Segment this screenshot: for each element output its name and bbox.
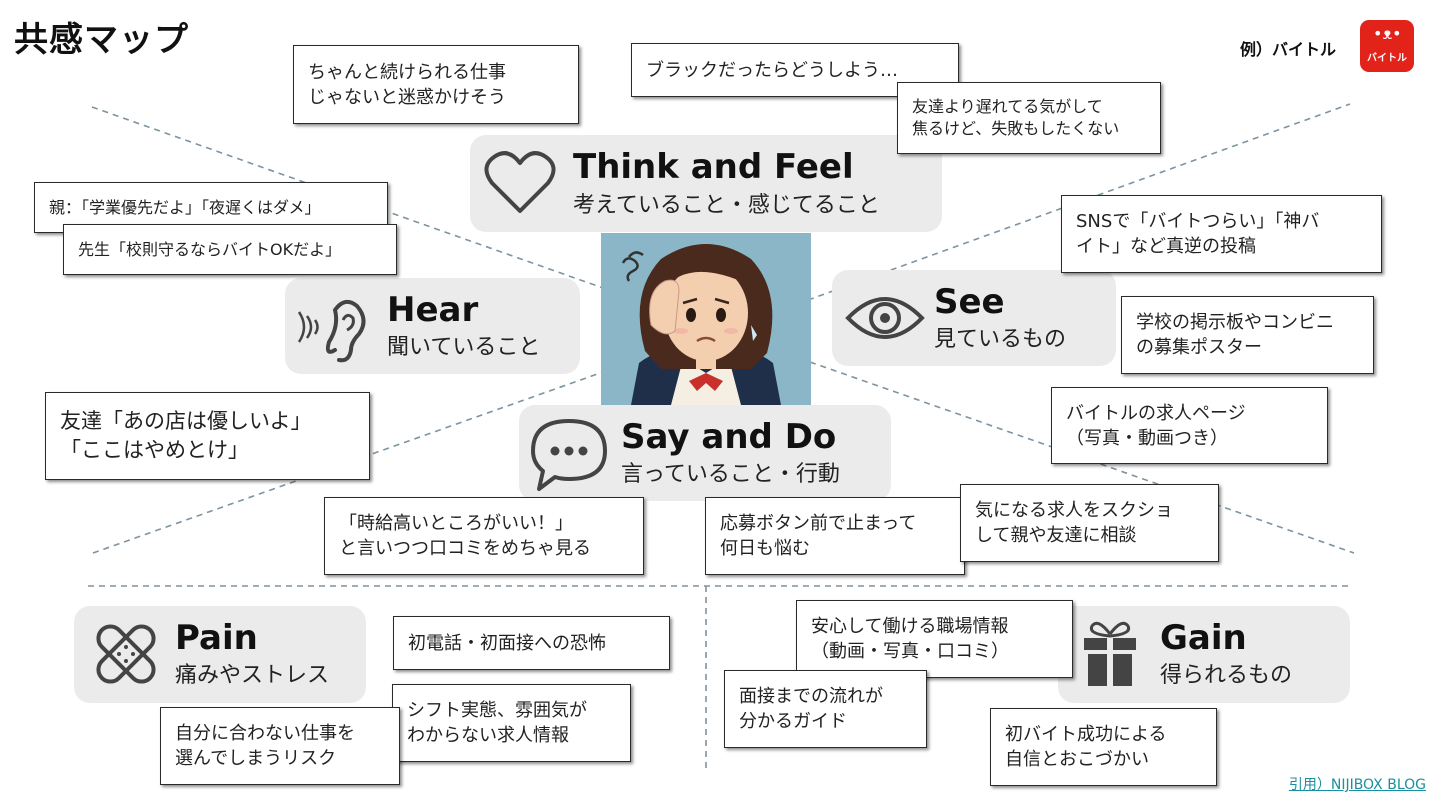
pain-note-3-line-2: 選んでしまうリスク: [175, 748, 337, 769]
gain-title: Gain: [1160, 618, 1247, 658]
think-and-feel-panel: Think and Feel 考えていること・感じてること: [470, 135, 942, 232]
say-note-1-line-1: 「時給高いところがいい！」: [339, 513, 573, 534]
say-and-do-title: Say and Do: [621, 417, 837, 457]
see-note-2: 学校の掲示板やコンビニ の募集ポスター: [1121, 296, 1374, 374]
baitoru-logo: •ᴥ• バイトル: [1360, 20, 1414, 72]
think-note-3-line-1: 友達より遅れてる気がして: [912, 97, 1103, 116]
gain-subtitle: 得られるもの: [1160, 663, 1293, 688]
divider-lower-left: [92, 371, 604, 554]
pain-note-2-line-2: わからない求人情報: [407, 725, 569, 746]
pain-panel: Pain 痛みやストレス: [74, 606, 366, 703]
see-note-3: バイトルの求人ページ （写真・動画つき）: [1051, 387, 1328, 464]
say-note-3-line-2: して親や友達に相談: [975, 525, 1137, 546]
gift-icon: [1084, 621, 1136, 686]
gain-note-1-line-1: 安心して働ける職場情報: [811, 616, 1009, 637]
think-note-2-line-1: ブラックだったらどうしよう…: [646, 59, 898, 81]
see-note-1-line-2: イト」など真逆の投稿: [1076, 236, 1256, 257]
gain-note-1-line-2: （動画・写真・口コミ）: [811, 641, 1009, 662]
page-title: 共感マップ: [14, 20, 189, 60]
gain-note-1: 安心して働ける職場情報 （動画・写真・口コミ）: [796, 600, 1073, 678]
pain-note-2-line-1: シフト実態、雰囲気が: [407, 700, 587, 721]
pain-note-1: 初電話・初面接への恐怖: [393, 616, 670, 670]
gain-note-2-line-1: 面接までの流れが: [739, 686, 883, 707]
see-title: See: [934, 282, 1005, 322]
see-note-2-line-2: の募集ポスター: [1136, 337, 1262, 358]
hear-note-2: 先生「校則守るならバイトOKだよ」: [63, 224, 397, 275]
say-and-do-subtitle: 言っていること・行動: [621, 462, 840, 487]
hear-note-3: 友達「あの店は優しいよ」 「ここはやめとけ」: [45, 392, 370, 480]
say-note-2-line-1: 応募ボタン前で止まって: [720, 513, 917, 534]
eye-icon: [845, 297, 925, 339]
pain-note-1-line-1: 初電話・初面接への恐怖: [408, 632, 606, 654]
speech-bubble-icon: [531, 419, 607, 491]
see-note-3-line-1: バイトルの求人ページ: [1066, 402, 1246, 424]
bandage-icon: [96, 624, 156, 684]
gain-note-2-line-2: 分かるガイド: [739, 711, 847, 732]
see-subtitle: 見ているもの: [934, 327, 1067, 352]
pain-note-3-line-1: 自分に合わない仕事を: [175, 723, 355, 744]
gain-note-3: 初バイト成功による 自信とおこづかい: [990, 708, 1217, 786]
think-and-feel-subtitle: 考えていること・感じてること: [573, 193, 880, 218]
think-note-3: 友達より遅れてる気がして 焦るけど、失敗もしたくない: [897, 82, 1161, 154]
worried-student-illustration: [621, 244, 781, 405]
heart-icon: [484, 151, 556, 213]
example-label: 例）バイトル: [1240, 40, 1337, 59]
see-note-2-line-1: 学校の掲示板やコンビニ: [1136, 312, 1334, 333]
hear-panel: Hear 聞いていること: [285, 278, 580, 374]
logo-face-icon: •ᴥ•: [1373, 24, 1402, 43]
think-note-3-line-2: 焦るけど、失敗もしたくない: [912, 119, 1120, 138]
pain-note-2: シフト実態、雰囲気が わからない求人情報: [392, 684, 631, 762]
think-note-1: ちゃんと続けられる仕事 じゃないと迷惑かけそう: [293, 45, 579, 124]
ear-icon: [297, 299, 366, 363]
gain-note-2: 面接までの流れが 分かるガイド: [724, 670, 927, 748]
hear-note-2-line-1: 先生「校則守るならバイトOKだよ」: [78, 239, 342, 259]
pain-note-3: 自分に合わない仕事を 選んでしまうリスク: [160, 707, 400, 785]
say-note-1-line-2: と言いつつ口コミをめちゃ見る: [339, 538, 591, 559]
persona-avatar: [601, 233, 811, 405]
hear-note-3-line-2: 「ここはやめとけ」: [60, 438, 249, 462]
think-note-1-line-2: じゃないと迷惑かけそう: [308, 86, 506, 108]
hear-note-3-line-1: 友達「あの店は優しいよ」: [60, 409, 312, 433]
say-note-3: 気になる求人をスクショ して親や友達に相談: [960, 484, 1219, 562]
gain-note-3-line-1: 初バイト成功による: [1005, 724, 1167, 745]
see-note-1: SNSで「バイトつらい」「神バ イト」など真逆の投稿: [1061, 195, 1382, 273]
think-note-1-line-1: ちゃんと続けられる仕事: [308, 61, 506, 83]
hear-note-1-line-1: 親：「学業優先だよ」「夜遅くはダメ」: [49, 197, 321, 217]
say-note-3-line-1: 気になる求人をスクショ: [975, 500, 1173, 521]
gain-note-3-line-2: 自信とおこづかい: [1005, 749, 1149, 770]
say-note-2-line-2: 何日も悩む: [720, 538, 810, 559]
see-note-1-line-1: SNSで「バイトつらい」「神バ: [1076, 211, 1320, 232]
see-panel: See 見ているもの: [832, 270, 1116, 366]
pain-title: Pain: [175, 618, 258, 658]
hear-subtitle: 聞いていること: [387, 335, 541, 360]
pain-subtitle: 痛みやストレス: [175, 663, 330, 688]
source-credit-link[interactable]: 引用）NIJIBOX BLOG: [1288, 777, 1426, 793]
say-note-1: 「時給高いところがいい！」 と言いつつ口コミをめちゃ見る: [324, 497, 644, 575]
logo-text: バイトル: [1367, 53, 1407, 64]
say-note-2: 応募ボタン前で止まって 何日も悩む: [705, 497, 965, 575]
say-and-do-panel: Say and Do 言っていること・行動: [519, 405, 891, 501]
see-note-3-line-2: （写真・動画つき）: [1066, 427, 1228, 449]
gain-panel: Gain 得られるもの: [1058, 606, 1350, 703]
divider-upper-left: [91, 106, 604, 289]
think-and-feel-title: Think and Feel: [573, 147, 854, 187]
hear-title: Hear: [387, 290, 479, 330]
